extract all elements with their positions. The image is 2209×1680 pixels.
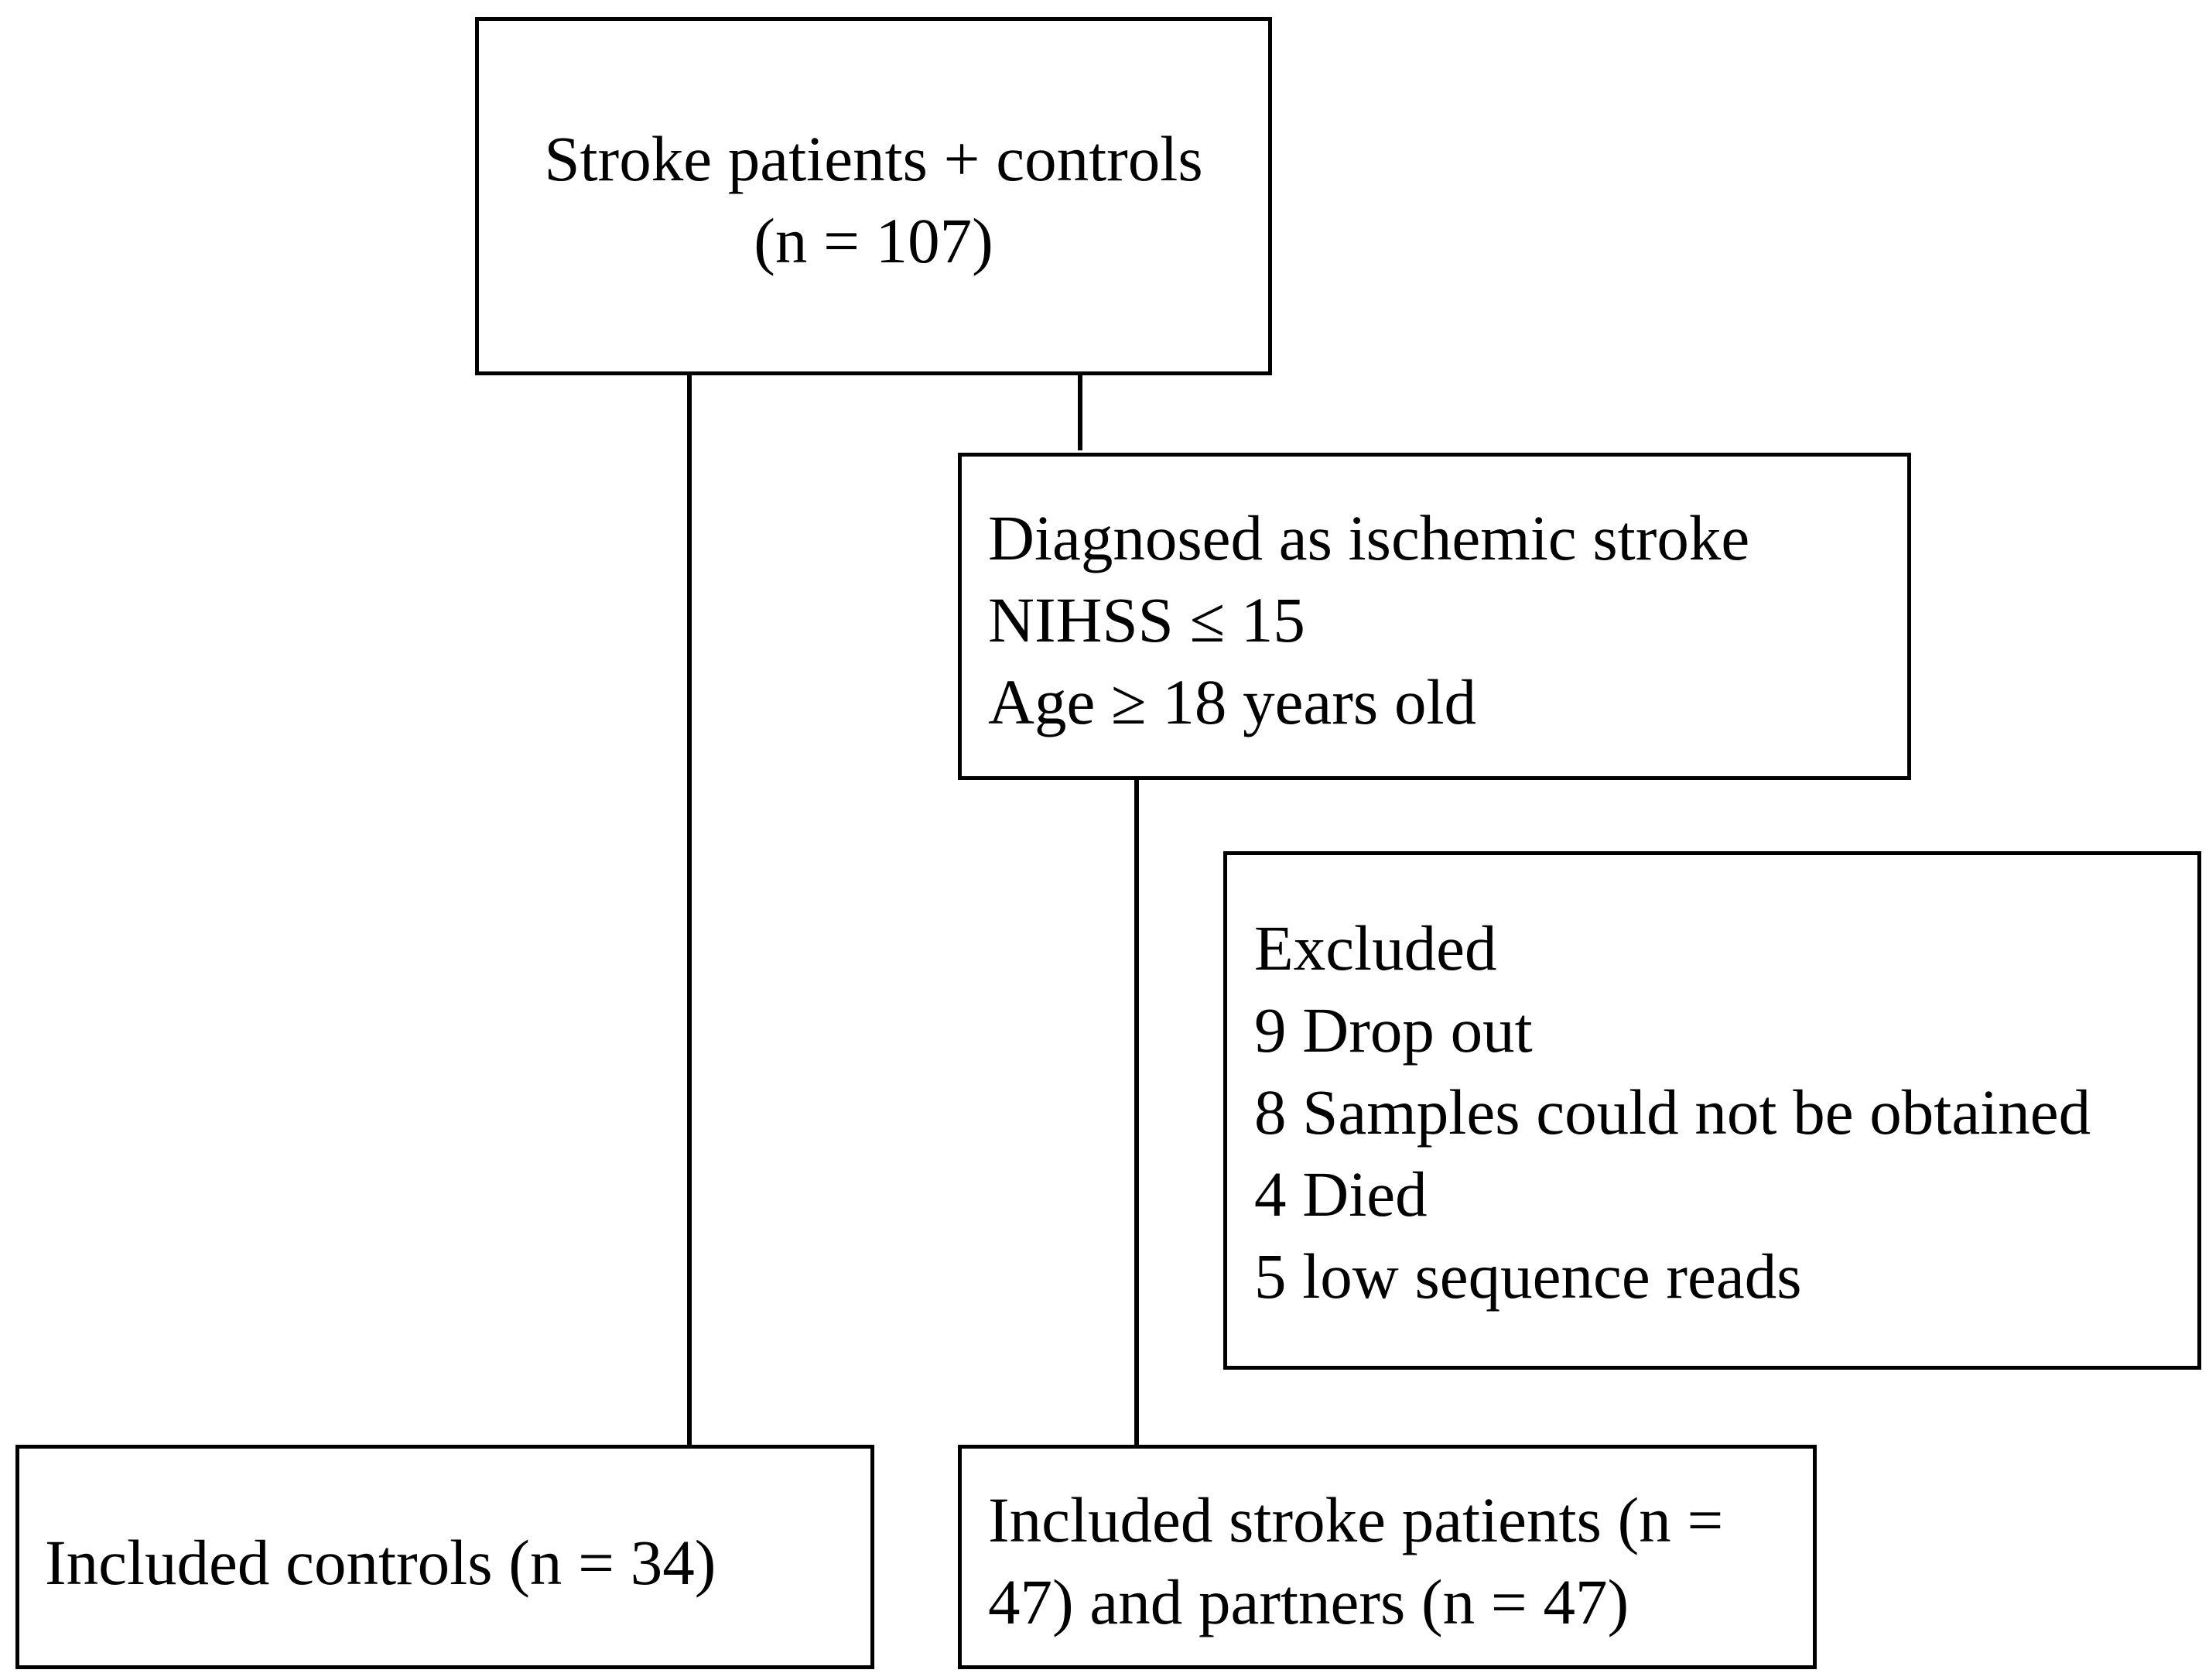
included-patients-line-2: 47) and partners (n = 47) xyxy=(988,1566,1629,1637)
connector-top-to-controls xyxy=(687,373,692,1447)
excluded-item: 9 Drop out xyxy=(1254,994,1533,1066)
diagnosed-line-1: Diagnosed as ischemic stroke xyxy=(988,502,1750,573)
diagnosed-line-3: Age ≥ 18 years old xyxy=(988,666,1477,737)
box-stroke-patients-controls xyxy=(475,17,1272,375)
box-excluded xyxy=(1223,851,2201,1370)
box-stroke-patients-controls-text: Stroke patients + controls (n = 107) xyxy=(475,118,1272,282)
box-included-controls xyxy=(15,1445,874,1669)
included-controls-label: Included controls (n = 34) xyxy=(45,1527,716,1598)
box-included-patients xyxy=(958,1445,1817,1669)
top-box-line-1: Stroke patients + controls xyxy=(544,123,1203,194)
included-patients-line-1: Included stroke patients (n = xyxy=(988,1484,1724,1555)
connector-diagnosed-to-patients xyxy=(1134,778,1139,1447)
connector-top-to-diagnosed xyxy=(1078,373,1082,450)
box-included-controls-text: Included controls (n = 34) xyxy=(45,1521,716,1603)
box-diagnosed xyxy=(958,453,1911,780)
excluded-title: Excluded xyxy=(1254,912,1497,984)
box-diagnosed-text: Diagnosed as ischemic stroke NIHSS ≤ 15 … xyxy=(988,497,1749,743)
diagnosed-line-2: NIHSS ≤ 15 xyxy=(988,584,1305,655)
box-excluded-text: Excluded 9 Drop out 8 Samples could not … xyxy=(1254,907,2091,1317)
excluded-item: 4 Died xyxy=(1254,1158,1428,1230)
excluded-item: 5 low sequence reads xyxy=(1254,1240,1802,1312)
top-box-line-2: (n = 107) xyxy=(754,205,993,276)
excluded-item: 8 Samples could not be obtained xyxy=(1254,1076,2091,1148)
box-included-patients-text: Included stroke patients (n = 47) and pa… xyxy=(988,1479,1723,1643)
